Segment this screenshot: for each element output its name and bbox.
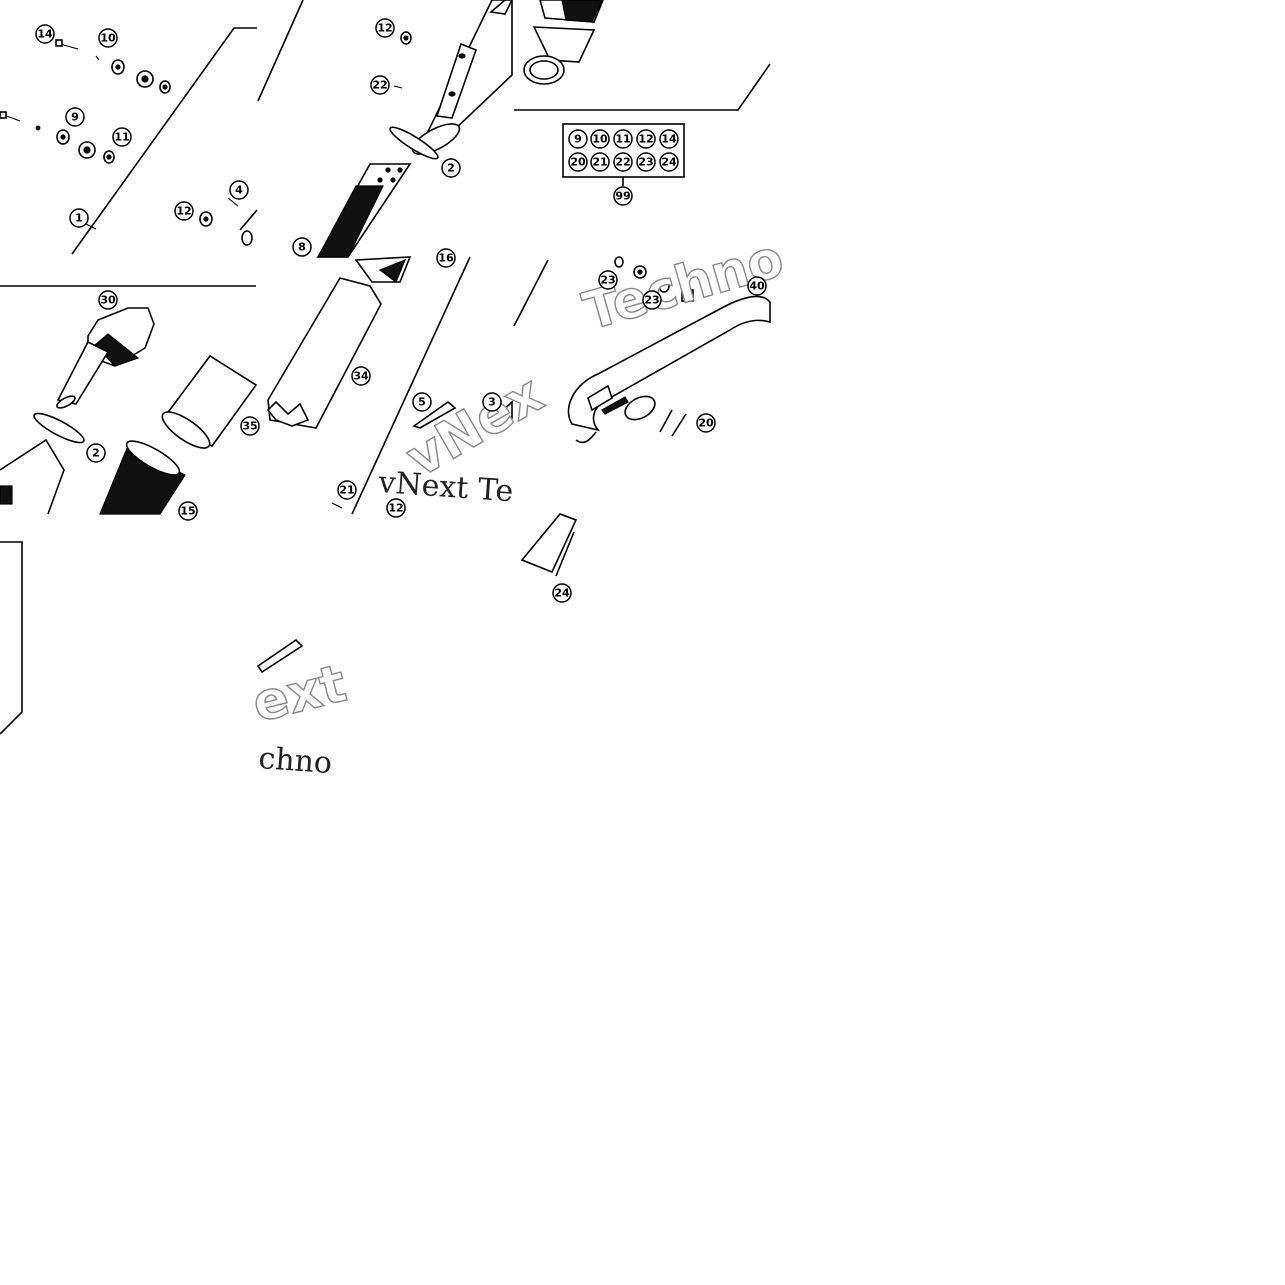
svg-text:21: 21 (339, 484, 354, 497)
svg-text:22: 22 (615, 156, 630, 169)
svg-text:10: 10 (100, 32, 116, 45)
callout-35: 35 (240, 416, 260, 436)
svg-text:23: 23 (644, 294, 659, 307)
svg-text:11: 11 (615, 133, 630, 146)
svg-text:2: 2 (447, 162, 455, 175)
callout-30: 30 (98, 290, 118, 310)
callout-12: 12 (386, 498, 406, 518)
kit-box: 9 10 11 12 14 20 21 22 23 24 (568, 129, 679, 172)
svg-text:8: 8 (298, 241, 306, 254)
callout-1: 1 (69, 208, 89, 228)
tile-muffler-shell (266, 256, 513, 515)
svg-text:24: 24 (661, 156, 677, 169)
kit-box-item: 24 (659, 152, 679, 172)
kit-box-item: 9 (568, 129, 588, 149)
tile-lower-fragments (0, 513, 578, 735)
svg-text:99: 99 (615, 190, 630, 203)
callout-34: 34 (351, 366, 371, 386)
callout-15: 15 (178, 501, 198, 521)
svg-text:4: 4 (235, 184, 243, 197)
tile-muffler-hardware (0, 27, 258, 255)
callout-40: 40 (747, 276, 767, 296)
svg-text:14: 14 (37, 28, 53, 41)
svg-text:35: 35 (242, 420, 257, 433)
svg-text:12: 12 (388, 502, 403, 515)
callout-10: 10 (98, 28, 118, 48)
callout-16: 16 (436, 248, 456, 268)
kit-box-item: 21 (590, 152, 610, 172)
svg-text:23: 23 (600, 274, 615, 287)
kit-box-item: 22 (613, 152, 633, 172)
svg-text:5: 5 (418, 396, 426, 409)
callout-9: 9 (65, 107, 85, 127)
svg-text:20: 20 (698, 417, 714, 430)
svg-text:2: 2 (92, 447, 100, 460)
callout-12: 12 (174, 201, 194, 221)
callout-8: 8 (292, 237, 312, 257)
callout-3: 3 (482, 392, 502, 412)
callout-21: 21 (337, 480, 357, 500)
kit-box-item: 23 (636, 152, 656, 172)
callout-23: 23 (642, 290, 662, 310)
svg-text:12: 12 (638, 133, 653, 146)
kit-box-item: 14 (659, 129, 679, 149)
callout-22: 22 (370, 75, 390, 95)
tile-end-cap-assembly (0, 285, 258, 515)
svg-text:30: 30 (100, 294, 116, 307)
svg-text:15: 15 (180, 505, 195, 518)
svg-text:23: 23 (638, 156, 653, 169)
callout-4: 4 (229, 180, 249, 200)
svg-text:1: 1 (75, 212, 83, 225)
svg-text:40: 40 (749, 280, 765, 293)
callout-11: 11 (112, 127, 132, 147)
callout-99: 99 (613, 186, 633, 206)
watermark-serif-text: chno (257, 741, 333, 781)
svg-text:10: 10 (592, 133, 608, 146)
kit-box-item: 11 (613, 129, 633, 149)
kit-box-item: 10 (590, 129, 610, 149)
svg-text:11: 11 (114, 131, 129, 144)
callout-20: 20 (696, 413, 716, 433)
svg-text:16: 16 (438, 252, 454, 265)
callout-14: 14 (35, 24, 55, 44)
callout-5: 5 (412, 392, 432, 412)
svg-text:12: 12 (176, 205, 191, 218)
svg-text:22: 22 (372, 79, 387, 92)
svg-text:12: 12 (377, 22, 392, 35)
tile-muffler-body (257, 0, 513, 258)
svg-text:9: 9 (71, 111, 79, 124)
callout-12: 12 (375, 18, 395, 38)
svg-text:34: 34 (353, 370, 369, 383)
svg-text:21: 21 (592, 156, 607, 169)
svg-text:9: 9 (574, 133, 582, 146)
svg-text:3: 3 (488, 396, 496, 409)
kit-box-item: 20 (568, 152, 588, 172)
svg-text:14: 14 (661, 133, 677, 146)
tile-header-pipe (513, 256, 771, 444)
callout-23: 23 (598, 270, 618, 290)
callout-2: 2 (86, 443, 106, 463)
svg-text:24: 24 (554, 587, 570, 600)
svg-text:20: 20 (570, 156, 586, 169)
callout-24: 24 (552, 583, 572, 603)
callout-2: 2 (441, 158, 461, 178)
kit-box-item: 12 (636, 129, 656, 149)
